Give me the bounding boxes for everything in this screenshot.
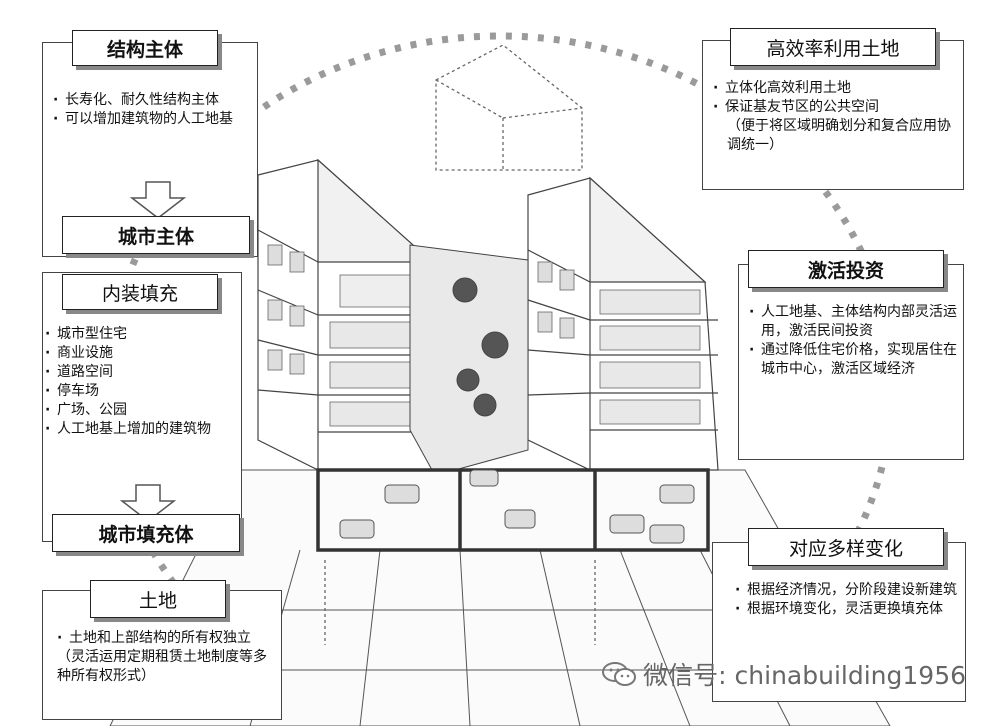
list-note: （灵活运用定期租赁土地制度等多种所有权形式） xyxy=(57,649,267,684)
diversity-panel: 根据经济情况，分阶段建设新建筑 根据环境变化，灵活更换填充体 xyxy=(712,542,966,702)
land-title: 土地 xyxy=(90,580,226,618)
list-item: 长寿化、耐久性结构主体 xyxy=(53,91,253,110)
wechat-icon xyxy=(602,662,637,686)
future-building-outline xyxy=(324,44,596,645)
city-body-title: 城市主体 xyxy=(62,216,250,254)
down-arrow-icon xyxy=(119,484,177,522)
list-item: 立体化高效利用土地 xyxy=(713,79,959,98)
list-note: （便于将区域明确划分和复合应用协调统一） xyxy=(727,118,951,153)
list-item: 城市型住宅 xyxy=(45,325,245,344)
list-item: 土地和上部结构的所有权独立 xyxy=(57,629,279,648)
list-item: 人工地基上增加的建筑物 xyxy=(45,420,245,439)
infill-title: 内装填充 xyxy=(62,274,218,310)
list-item: 道路空间 xyxy=(45,363,245,382)
investment-title: 激活投资 xyxy=(748,250,944,288)
list-item: 保证基友节区的公共空间 xyxy=(713,98,959,117)
parked-cars xyxy=(339,469,695,544)
structure-title: 结构主体 xyxy=(72,30,218,66)
list-item: 人工地基、主体结构内部灵活运用，激活民间投资 xyxy=(749,303,959,341)
list-item: 可以增加建筑物的人工地基 xyxy=(53,110,253,129)
investment-panel: 人工地基、主体结构内部灵活运用，激活民间投资 通过降低住宅价格，实现居住在城市中… xyxy=(738,264,964,460)
right-building-windows xyxy=(537,261,701,425)
list-item: 停车场 xyxy=(45,382,245,401)
efficient-land-list: 立体化高效利用土地 保证基友节区的公共空间 （便于将区域明确划分和复合应用协调统… xyxy=(713,79,959,155)
infill-list: 城市型住宅 商业设施 道路空间 停车场 广场、公园 人工地基上增加的建筑物 xyxy=(45,325,245,439)
investment-list: 人工地基、主体结构内部灵活运用，激活民间投资 通过降低住宅价格，实现居住在城市中… xyxy=(749,303,959,379)
list-item: 广场、公园 xyxy=(45,401,245,420)
down-arrow-icon xyxy=(129,181,187,219)
artificial-ground-frame xyxy=(316,468,710,552)
list-item: 根据经济情况，分阶段建设新建筑 xyxy=(735,581,961,600)
left-building-windows xyxy=(267,244,421,427)
efficient-land-title: 高效率利用土地 xyxy=(730,28,936,66)
elevated-plaza xyxy=(409,244,529,471)
list-item: 通过降低住宅价格，实现居住在城市中心，激活区域经济 xyxy=(749,341,959,379)
watermark: 微信号: chinabuilding1956 xyxy=(601,656,966,692)
watermark-text: 微信号: chinabuilding1956 xyxy=(643,661,966,690)
diversity-list: 根据经济情况，分阶段建设新建筑 根据环境变化，灵活更换填充体 xyxy=(735,581,961,619)
structure-list: 长寿化、耐久性结构主体 可以增加建筑物的人工地基 xyxy=(53,91,253,129)
land-list: 土地和上部结构的所有权独立 （灵活运用定期租赁土地制度等多种所有权形式） xyxy=(57,629,279,686)
right-building xyxy=(527,176,719,471)
list-item: 商业设施 xyxy=(45,344,245,363)
diversity-title: 对应多样变化 xyxy=(748,528,944,566)
city-infill-title: 城市填充体 xyxy=(52,514,240,552)
list-item: 根据环境变化，灵活更换填充体 xyxy=(735,600,961,619)
